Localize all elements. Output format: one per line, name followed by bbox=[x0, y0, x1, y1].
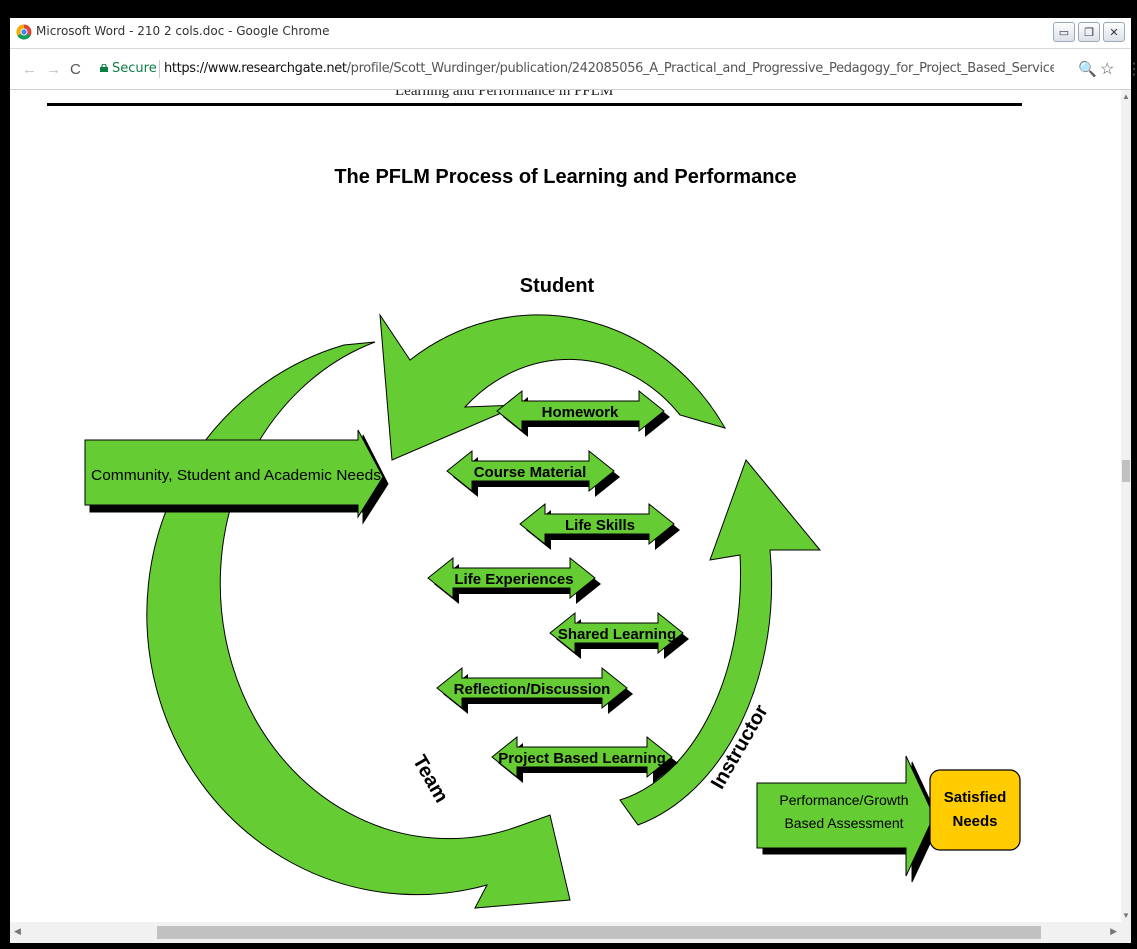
item-life-experiences: Life Experiences bbox=[427, 556, 601, 604]
close-button[interactable]: ✕ bbox=[1103, 22, 1125, 42]
cycle-label-team: Team bbox=[408, 752, 452, 807]
address-separator bbox=[159, 60, 160, 78]
input-arrow bbox=[84, 429, 384, 519]
diagram-title: The PFLM Process of Learning and Perform… bbox=[334, 166, 797, 188]
menu-icon[interactable]: ⋮ bbox=[1126, 61, 1137, 78]
input-arrow-label: Community, Student and Academic Needs bbox=[91, 467, 381, 484]
assessment-arrow bbox=[756, 755, 935, 877]
team-arc-arrow bbox=[146, 341, 571, 909]
scroll-down-icon[interactable]: ▼ bbox=[1122, 911, 1130, 920]
lock-icon bbox=[100, 64, 108, 72]
student-arc-arrow bbox=[379, 313, 727, 461]
window-title: Microsoft Word - 210 2 cols.doc - Google… bbox=[36, 24, 330, 38]
item-life-skills: Life Skills bbox=[519, 502, 680, 550]
scroll-right-icon[interactable]: ▶ bbox=[1110, 926, 1117, 936]
instructor-arc-arrow bbox=[619, 459, 822, 826]
outcome-label-line1: Satisfied bbox=[944, 789, 1007, 806]
item-arrow bbox=[436, 666, 628, 710]
item-label: Shared Learning bbox=[558, 626, 676, 643]
outcome-label-line2: Needs bbox=[952, 813, 997, 830]
item-label: Life Experiences bbox=[454, 571, 573, 588]
window-controls: ▭ ❐ ✕ bbox=[1053, 22, 1125, 42]
chrome-logo-icon bbox=[16, 24, 32, 40]
cut-off-heading: Learning and Performance in PFLM bbox=[395, 90, 614, 99]
horizontal-scroll-thumb[interactable] bbox=[157, 926, 1041, 939]
item-arrow bbox=[491, 735, 673, 779]
item-arrow bbox=[519, 502, 675, 546]
assessment-label-line1: Performance/Growth bbox=[779, 792, 908, 808]
restore-button[interactable]: ❐ bbox=[1078, 22, 1100, 42]
item-homework: Homework bbox=[496, 389, 670, 437]
scroll-up-icon[interactable]: ▲ bbox=[1122, 92, 1130, 101]
item-reflection-discussion: Reflection/Discussion bbox=[436, 666, 633, 714]
item-label: Course Material bbox=[474, 464, 587, 481]
back-button[interactable]: ← bbox=[22, 61, 37, 78]
item-label: Project Based Learning bbox=[498, 750, 666, 767]
bookmark-star-icon[interactable]: ☆ bbox=[1100, 61, 1115, 78]
reload-button[interactable]: C bbox=[70, 61, 81, 78]
pflm-diagram: Student Instructor Team Community, Stude… bbox=[84, 275, 1021, 909]
address-input[interactable]: https://www.researchgate.net/profile/Sco… bbox=[164, 61, 1054, 76]
item-course-material: Course Material bbox=[446, 449, 620, 497]
item-label: Life Skills bbox=[565, 517, 635, 534]
item-arrow bbox=[427, 556, 596, 600]
item-shared-learning: Shared Learning bbox=[549, 611, 689, 659]
page-content: Learning and Performance in PFLM The PFL… bbox=[10, 90, 1121, 922]
url-domain: https://www.researchgate.net bbox=[164, 61, 347, 76]
item-arrow bbox=[496, 389, 665, 433]
scroll-left-icon[interactable]: ◀ bbox=[14, 926, 21, 936]
assessment-label-line2: Based Assessment bbox=[784, 815, 903, 831]
zoom-icon[interactable]: 🔍 bbox=[1078, 61, 1097, 78]
browser-toolbar: ← → C Secure https://www.researchgate.ne… bbox=[10, 49, 1137, 90]
item-arrow bbox=[446, 449, 615, 493]
window-titlebar: Microsoft Word - 210 2 cols.doc - Google… bbox=[10, 18, 1131, 49]
close-icon: ✕ bbox=[1109, 26, 1119, 39]
restore-icon: ❐ bbox=[1084, 26, 1094, 39]
minimize-icon: ▭ bbox=[1058, 26, 1070, 39]
item-arrow bbox=[549, 611, 684, 655]
url-path: /profile/Scott_Wurdinger/publication/242… bbox=[346, 61, 1054, 76]
item-label: Reflection/Discussion bbox=[454, 681, 611, 698]
secure-label[interactable]: Secure bbox=[112, 61, 157, 76]
vertical-scroll-thumb[interactable] bbox=[1122, 460, 1130, 482]
minimize-button[interactable]: ▭ bbox=[1053, 22, 1075, 42]
item-label: Homework bbox=[542, 404, 619, 421]
outcome-box bbox=[929, 769, 1021, 851]
forward-button[interactable]: → bbox=[46, 61, 61, 78]
header-rule bbox=[47, 103, 1022, 106]
horizontal-scrollbar[interactable]: ◀ ▶ bbox=[10, 922, 1131, 943]
cycle-label-student: Student bbox=[520, 275, 595, 297]
vertical-scrollbar[interactable]: ▲ ▼ bbox=[1121, 90, 1131, 922]
item-project-based-learning: Project Based Learning bbox=[491, 735, 678, 783]
